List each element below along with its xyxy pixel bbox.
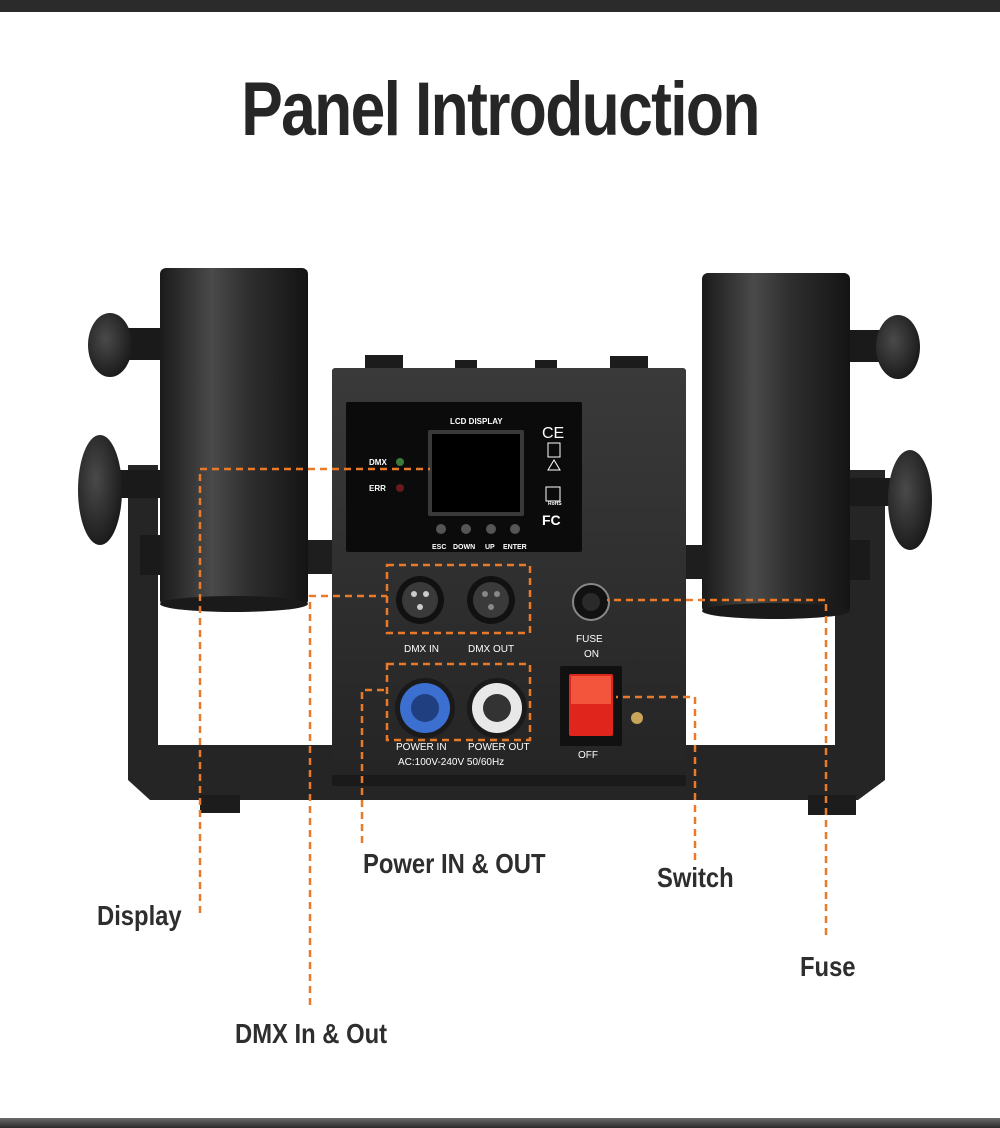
power-callout-label: Power IN & OUT (363, 848, 546, 879)
power-out-label: POWER OUT (468, 742, 530, 753)
esc-button (436, 524, 446, 534)
page-title: Panel Introduction (241, 67, 760, 152)
ce-mark-icon: CE (542, 425, 564, 442)
display-callout-line (198, 467, 430, 913)
callout-lines (198, 467, 828, 1005)
display-callout-label: Display (97, 900, 182, 931)
dmx-led (396, 458, 404, 466)
warning-icon (547, 459, 561, 471)
right-knobs (840, 315, 932, 580)
switch-callout-line (616, 695, 697, 860)
power-switch: OFF (560, 666, 643, 761)
fuse-holder: FUSE ON (572, 583, 610, 660)
rohs-icon (545, 486, 561, 502)
dmx-out-label: DMX OUT (468, 644, 514, 655)
err-led-label: ERR (369, 484, 386, 493)
up-button (486, 524, 496, 534)
left-knobs (78, 313, 170, 575)
enter-label: ENTER (503, 544, 527, 551)
down-label: DOWN (453, 544, 475, 551)
dmx-ports: DMX IN DMX OUT (396, 576, 515, 655)
power-ports: POWER IN POWER OUT AC:100V-240V 50/60Hz (395, 678, 530, 768)
bottom-bar (0, 1118, 1000, 1128)
voltage-label: AC:100V-240V 50/60Hz (398, 757, 504, 768)
enter-button (510, 524, 520, 534)
dmx-callout-line (308, 594, 387, 1005)
on-label: ON (584, 649, 599, 660)
err-led (396, 484, 404, 492)
fuse-callout-label: Fuse (800, 951, 856, 982)
fuse-label: FUSE (576, 634, 603, 645)
up-label: UP (485, 544, 495, 551)
top-bar (0, 0, 1000, 12)
left-cylinder (160, 268, 308, 606)
switch-callout-label: Switch (657, 862, 734, 893)
off-label: OFF (578, 750, 598, 761)
lcd-display-label: LCD DISPLAY (450, 417, 503, 426)
svg-text:RoHS: RoHS (548, 501, 562, 507)
power-callout-line (360, 688, 387, 843)
weee-icon (547, 442, 561, 458)
dmx-callout-label: DMX In & Out (235, 1018, 388, 1049)
mounting-bracket (128, 465, 885, 815)
dmx-led-label: DMX (369, 458, 387, 467)
dmx-in-label: DMX IN (404, 644, 439, 655)
power-in-label: POWER IN (396, 742, 447, 753)
down-button (461, 524, 471, 534)
lcd-panel: LCD DISPLAY DMX ERR ESC DOWN UP ENTER CE… (346, 402, 582, 552)
right-cylinder (702, 273, 850, 613)
esc-label: ESC (432, 544, 446, 551)
fuse-callout-line (607, 598, 828, 935)
fc-mark-icon: FC (542, 512, 561, 528)
